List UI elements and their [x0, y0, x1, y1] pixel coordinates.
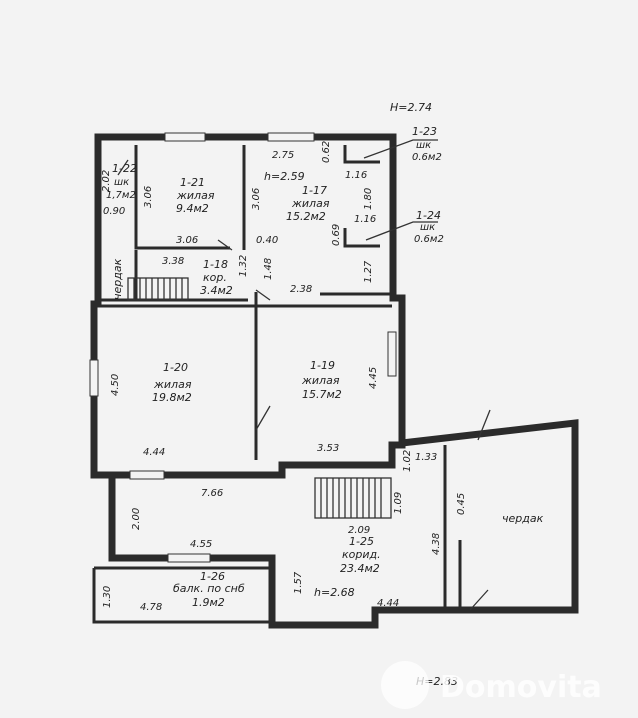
- room-1-17-type: жилая: [291, 197, 330, 210]
- dim-0-90: 0.90: [103, 206, 125, 217]
- outer-wall-main: [90, 133, 406, 479]
- window-left: [89, 359, 99, 397]
- dim-4-50: 4.50: [110, 374, 121, 396]
- window-top-1: [164, 132, 206, 142]
- room-1-18-type: кор.: [203, 271, 227, 284]
- dim-3-53: 3.53: [317, 443, 339, 454]
- room-1-25-type: корид.: [342, 548, 381, 561]
- room-1-18-id: 1-18: [203, 258, 228, 271]
- room-1-19-id: 1-19: [310, 359, 335, 372]
- attic-left-label: чердак: [111, 258, 124, 300]
- room-1-26-id: 1-26: [200, 570, 225, 583]
- room-1-21-type: жилая: [176, 189, 215, 202]
- watermark-brand: Domovita: [440, 670, 602, 705]
- door-swings: [117, 159, 491, 611]
- dim-1-57: 1.57: [293, 571, 304, 594]
- room-1-17-area: 15.2м2: [286, 210, 326, 223]
- dim-1-32: 1.32: [238, 255, 249, 277]
- dim-1-33: 1.33: [415, 452, 437, 463]
- balcony-outline: [92, 566, 272, 624]
- dim-4-44-b: 4.44: [377, 598, 399, 609]
- stairs-upper: [127, 277, 189, 301]
- room-1-20-area: 19.8м2: [152, 391, 192, 404]
- stairs-lower: [314, 477, 392, 519]
- window-top-2: [267, 132, 315, 142]
- dim-3-38: 3.38: [162, 256, 184, 267]
- dim-7-66: 7.66: [201, 488, 223, 499]
- dim-1-16-b: 1.16: [354, 214, 376, 225]
- room-1-24-id: 1-24: [416, 209, 441, 222]
- dim-1-09: 1.09: [393, 492, 404, 514]
- attic-right-label: чердак: [502, 512, 544, 525]
- room-1-24-type: шк: [420, 222, 435, 233]
- dim-0-62: 0.62: [321, 141, 332, 163]
- dim-4-44-a: 4.44: [143, 447, 165, 458]
- dim-4-78: 4.78: [140, 602, 162, 613]
- dim-3-06-b: 3.06: [251, 188, 262, 210]
- room-1-20-type: жилая: [153, 378, 192, 391]
- domovita-logo-icon: [381, 661, 429, 709]
- dim-2-02: 2.02: [101, 170, 112, 192]
- outer-wall-corridor: [108, 419, 579, 629]
- height-top: H=2.74: [390, 101, 432, 114]
- leader-lines: [363, 139, 438, 241]
- room-1-17-height: h=2.59: [264, 170, 305, 183]
- dim-1-80: 1.80: [363, 188, 374, 210]
- room-1-25-id: 1-25: [349, 535, 374, 548]
- room-1-17-id: 1-17: [302, 184, 327, 197]
- room-1-21-area: 9.4м2: [176, 202, 209, 215]
- dim-2-75: 2.75: [272, 150, 294, 161]
- room-1-19-area: 15.7м2: [302, 388, 342, 401]
- dim-1-48: 1.48: [263, 258, 274, 280]
- window-right: [387, 331, 397, 377]
- dim-0-45: 0.45: [456, 493, 467, 515]
- room-1-20-id: 1-20: [163, 361, 188, 374]
- room-1-23-type: шк: [416, 140, 431, 151]
- dim-2-38: 2.38: [290, 284, 312, 295]
- dim-4-45: 4.45: [368, 367, 379, 389]
- room-1-23-id: 1-23: [412, 125, 437, 138]
- room-1-21-id: 1-21: [180, 176, 205, 189]
- dim-0-40: 0.40: [256, 235, 278, 246]
- room-1-18-area: 3.4м2: [200, 284, 233, 297]
- interior-walls: [96, 145, 462, 610]
- room-1-25-area: 23.4м2: [340, 562, 380, 575]
- dim-4-38: 4.38: [431, 533, 442, 555]
- domovita-watermark: Domovita: [381, 661, 602, 709]
- dim-0-69: 0.69: [331, 224, 342, 246]
- window-lower-left: [129, 470, 165, 480]
- room-1-26-area: 1.9м2: [192, 596, 225, 609]
- window-bottom: [167, 553, 211, 563]
- dim-1-27: 1.27: [363, 260, 374, 283]
- room-1-24-area: 0.6м2: [414, 234, 444, 245]
- dim-2-00: 2.00: [131, 508, 142, 530]
- dim-1-02: 1.02: [402, 450, 413, 472]
- room-1-19-type: жилая: [301, 374, 340, 387]
- dim-1-30: 1.30: [102, 586, 113, 608]
- dim-3-06-c: 3.06: [176, 235, 198, 246]
- dim-2-09: 2.09: [348, 525, 370, 536]
- room-1-26-type: балк. по снб: [173, 582, 245, 595]
- dim-3-06-a: 3.06: [143, 186, 154, 208]
- dim-1-16-a: 1.16: [345, 170, 367, 181]
- room-1-22-id: 1-22: [112, 162, 137, 175]
- room-1-22-type: шк: [114, 177, 129, 188]
- room-1-23-area: 0.6м2: [412, 152, 442, 163]
- room-1-22-area: 1,7м2: [106, 190, 136, 201]
- room-1-25-height: h=2.68: [314, 586, 355, 599]
- dim-4-55: 4.55: [190, 539, 212, 550]
